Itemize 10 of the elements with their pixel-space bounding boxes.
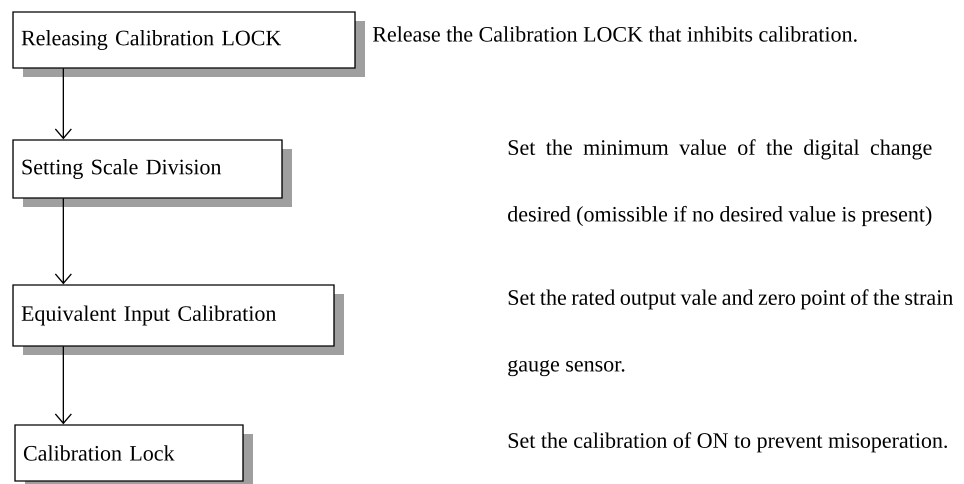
description-text: Set the calibration of ON to prevent misoperation.: [508, 432, 947, 452]
arrow: [54, 346, 72, 424]
process-box: Equivalent Input Calibration: [12, 284, 344, 355]
process-box: Releasing Calibration LOCK: [12, 11, 365, 77]
arrow: [54, 198, 72, 284]
process-box: Setting Scale Division: [12, 139, 292, 207]
description-text: Set the minimum value of the digital change desired (omissible if no desired value is present): [508, 139, 932, 226]
description-text: Set the rated output vale and zero point of the strain gauge sensor.: [508, 289, 953, 376]
arrow: [54, 68, 72, 140]
process-box: Calibration Lock: [14, 424, 253, 484]
